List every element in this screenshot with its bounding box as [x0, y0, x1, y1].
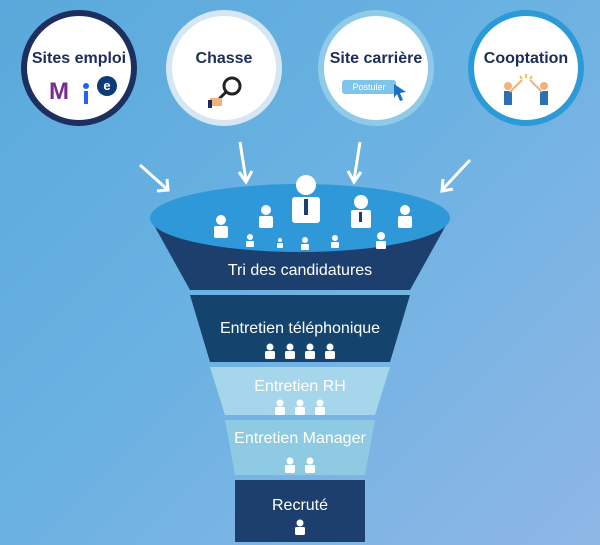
- person-icon: [259, 205, 273, 228]
- stage-label: Entretien Manager: [234, 430, 366, 447]
- postuler-button: Postuler: [342, 80, 396, 94]
- person-icon: [315, 399, 325, 415]
- person-icon: [301, 237, 309, 250]
- person-icon: [292, 175, 320, 223]
- candidates-pool: [214, 175, 412, 250]
- person-icon: [214, 215, 228, 238]
- arrow-icon: [139, 141, 472, 193]
- stage-label: Entretien RH: [254, 378, 346, 395]
- source-sites-emploi: Sites emploi M e: [21, 10, 137, 126]
- person-icon: [376, 232, 386, 249]
- stage-telephone-band: [190, 295, 410, 362]
- magnifier-hand-icon: [208, 76, 242, 108]
- person-icon: [265, 343, 275, 359]
- source-title: Chasse: [195, 50, 253, 67]
- stage-label: Entretien téléphonique: [220, 320, 380, 337]
- source-title: Site carrière: [329, 50, 423, 67]
- source-title: Sites emploi: [31, 50, 127, 67]
- person-icon: [246, 234, 254, 247]
- stage-label: Recruté: [272, 497, 328, 514]
- recruited-person-icon: [295, 519, 305, 535]
- stage-label: Tri des candidatures: [228, 262, 372, 279]
- source-cooptation: Cooptation: [468, 10, 584, 126]
- person-icon: [331, 235, 339, 248]
- source-site-carriere: Site carrière Postuler: [318, 10, 434, 126]
- stage-rh-band: [210, 367, 390, 415]
- pole-emploi-logo-icon: e: [97, 76, 117, 96]
- person-icon: [285, 457, 295, 473]
- source-chasse: Chasse: [166, 10, 282, 126]
- person-icon: [277, 238, 283, 248]
- person-icon: [305, 457, 315, 473]
- monster-logo-icon: M: [49, 78, 69, 105]
- person-icon: [351, 195, 371, 228]
- person-icon: [325, 343, 335, 359]
- person-icon: [275, 399, 285, 415]
- person-icon: [305, 343, 315, 359]
- source-title: Cooptation: [483, 50, 569, 67]
- indeed-logo-icon: [83, 83, 89, 104]
- person-icon: [285, 343, 295, 359]
- people-rows: [265, 343, 335, 535]
- stage-manager-band: [225, 420, 375, 475]
- cursor-icon: [394, 84, 406, 101]
- person-icon: [398, 205, 412, 228]
- high-five-icon: [504, 74, 548, 105]
- person-icon: [295, 399, 305, 415]
